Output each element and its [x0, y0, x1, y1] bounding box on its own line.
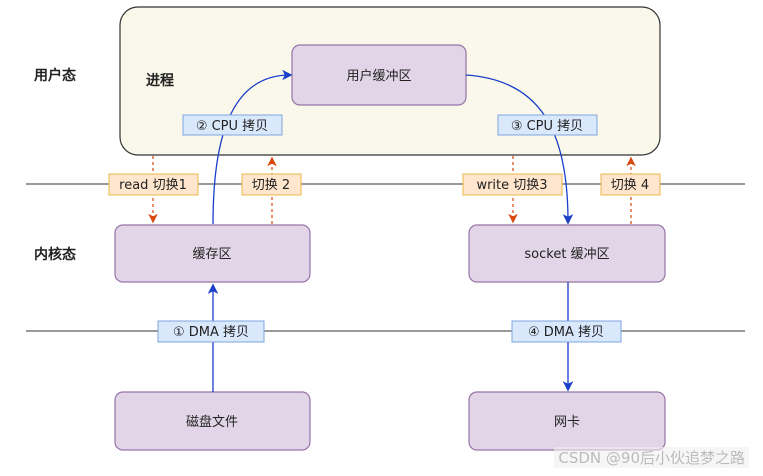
cpu-copy-2-text: ② CPU 拷贝 — [196, 119, 268, 134]
dma-copy-1-tag — [157, 320, 265, 343]
disk-file-label: 磁盘文件 — [186, 414, 238, 430]
page-cache-box — [114, 224, 311, 283]
cpu-copy-2-tag — [182, 114, 283, 136]
user-buffer-label: 用户缓冲区 — [346, 68, 411, 84]
cpu-copy-3-tag — [497, 114, 598, 136]
switch-2-tag — [241, 173, 302, 196]
dma-copy-4-tag — [511, 320, 622, 343]
process-label: 进程 — [146, 73, 174, 89]
kernel-mode-label: 内核态 — [34, 246, 76, 263]
dma-copy-4-text: ④ DMA 拷贝 — [528, 325, 604, 340]
socket-buffer-box — [468, 224, 666, 283]
nic-label: 网卡 — [554, 415, 580, 430]
switch-2-text: 切换 2 — [252, 178, 290, 193]
switch-4-text: 切换 4 — [611, 178, 649, 193]
switch-4-tag — [600, 173, 661, 196]
dma-copy-1-text: ① DMA 拷贝 — [173, 325, 249, 340]
socket-buffer-label: socket 缓冲区 — [524, 247, 609, 262]
page-cache-label: 缓存区 — [192, 247, 231, 262]
watermark: CSDN @90后小伙追梦之路 — [554, 447, 749, 468]
switch-1-tag — [108, 173, 199, 196]
switch-3-tag — [462, 173, 563, 196]
switch-3-text: write 切换3 — [476, 178, 547, 193]
switch-1-text: read 切换1 — [119, 178, 187, 193]
user-mode-label: 用户态 — [34, 67, 76, 84]
cpu-copy-3-text: ③ CPU 拷贝 — [511, 119, 583, 134]
